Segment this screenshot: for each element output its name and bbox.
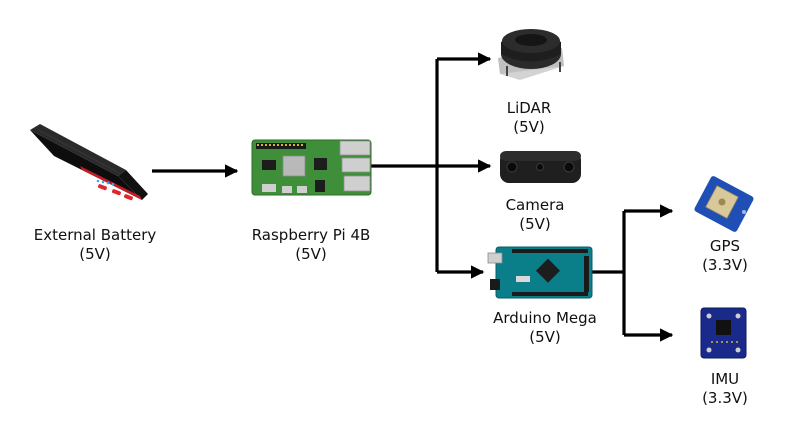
camera-label: Camera (5V): [485, 196, 585, 234]
lidar-label: LiDAR (5V): [479, 99, 579, 137]
raspberry-pi-name: Raspberry Pi 4B: [251, 226, 371, 244]
raspberry-pi-label: Raspberry Pi 4B (5V): [231, 226, 391, 264]
imu-label: IMU (3.3V): [680, 370, 770, 408]
camera-image: [500, 151, 581, 183]
lidar-voltage: (5V): [513, 118, 545, 136]
lidar-name: LiDAR: [506, 99, 552, 117]
battery-label: External Battery (5V): [15, 226, 175, 264]
arduino-label: Arduino Mega (5V): [475, 309, 615, 347]
lidar-image: [498, 29, 564, 80]
gps-name: GPS: [709, 237, 741, 255]
gps-label: GPS (3.3V): [680, 237, 770, 275]
camera-name: Camera: [505, 196, 565, 214]
battery-voltage: (5V): [79, 245, 111, 263]
arduino-voltage: (5V): [529, 328, 561, 346]
gps-voltage: (3.3V): [702, 256, 748, 274]
imu-image: [700, 307, 747, 359]
imu-name: IMU: [710, 370, 740, 388]
arduino-name: Arduino Mega: [493, 309, 597, 327]
connection-arrows: [152, 52, 674, 342]
gps-image: [694, 176, 754, 232]
arduino-mega-image: [487, 246, 593, 299]
camera-voltage: (5V): [519, 215, 551, 233]
imu-voltage: (3.3V): [702, 389, 748, 407]
battery-name: External Battery: [33, 226, 157, 244]
raspberry-pi-voltage: (5V): [295, 245, 327, 263]
raspberry-pi-image: [251, 139, 372, 196]
battery-image: [30, 124, 148, 201]
